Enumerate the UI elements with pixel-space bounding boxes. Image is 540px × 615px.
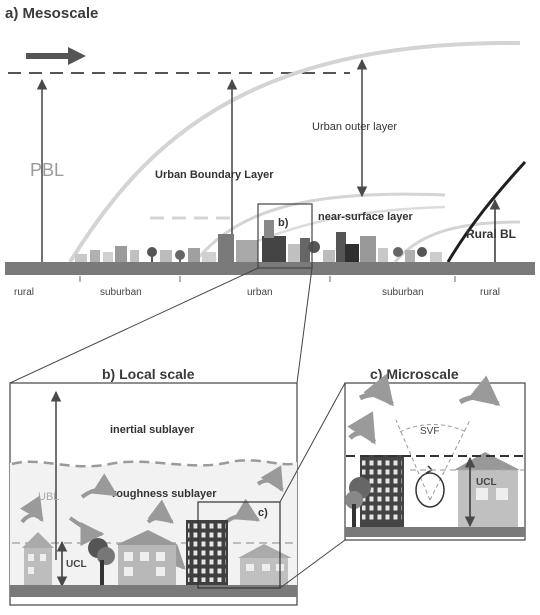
ground-label-rural-right: rural xyxy=(480,287,500,298)
rural-bl-curve xyxy=(446,160,527,263)
inertial-sublayer-boundary xyxy=(11,459,298,468)
ground-label-suburban-right: suburban xyxy=(382,287,424,298)
ubl-label-b: UBL xyxy=(38,491,59,503)
ubl-label: Urban Boundary Layer xyxy=(155,169,274,181)
pbl-label: PBL xyxy=(30,160,64,180)
suburban-curve xyxy=(393,220,521,263)
panel-c-marker: c) xyxy=(258,507,268,519)
ground-label-urban: urban xyxy=(247,287,273,298)
inertial-sublayer-label: inertial sublayer xyxy=(110,424,195,436)
ground-ticks xyxy=(79,276,456,282)
panel-b-title: b) Local scale xyxy=(102,366,195,382)
sky-view-factor-lines xyxy=(395,419,471,501)
panel-c-microscale: c) Microscale SVF xyxy=(344,366,526,541)
panel-c-marker-box xyxy=(197,501,281,589)
flow-arrows-c xyxy=(347,373,501,445)
outer-layer-label: Urban outer layer xyxy=(312,121,397,133)
panel-b-buildings xyxy=(22,520,292,585)
ubl-top-curve xyxy=(68,40,521,264)
panel-c-title: c) Microscale xyxy=(370,366,459,382)
near-surface-curve xyxy=(193,192,446,263)
zoom-connector-b xyxy=(9,267,313,384)
zoom-connector-c xyxy=(279,382,346,589)
rural-bl-label: Rural BL xyxy=(466,227,516,241)
panel-a-title: a) Mesoscale xyxy=(5,5,98,22)
ground-label-rural-left: rural xyxy=(14,287,34,298)
mesoscale-skyline xyxy=(75,220,442,270)
wind-arrow-icon xyxy=(26,47,86,65)
ground-label-suburban-left: suburban xyxy=(100,287,142,298)
svf-label: SVF xyxy=(420,426,439,437)
panel-a-mesoscale: a) Mesoscale PBL Urban Boundary Layer Ur… xyxy=(5,5,535,298)
panel-b-marker-box xyxy=(257,203,313,269)
ucl-label-b: UCL xyxy=(66,559,87,570)
near-surface-label: near-surface layer xyxy=(318,211,413,223)
ucl-label-c: UCL xyxy=(476,477,497,488)
panel-b-marker: b) xyxy=(278,217,289,229)
roughness-sublayer-label: roughness sublayer xyxy=(112,488,217,500)
panel-b-ground xyxy=(10,585,297,597)
panel-b-local-scale: b) Local scale inertial sublayer roughne… xyxy=(9,366,298,606)
panel-c-ground xyxy=(345,527,525,537)
